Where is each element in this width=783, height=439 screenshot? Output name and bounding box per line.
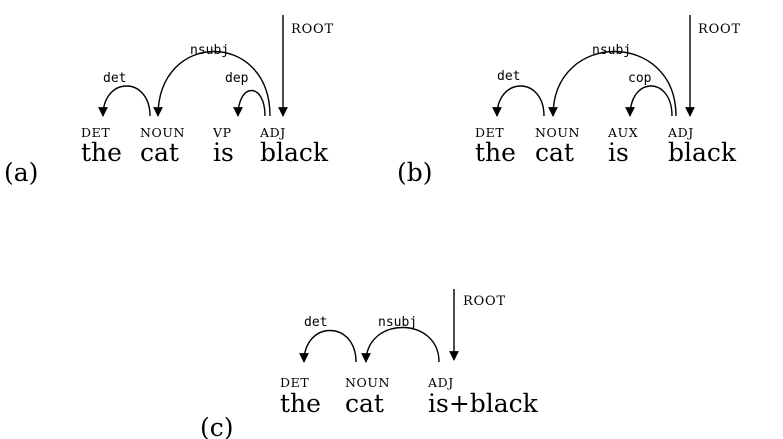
panel-c: (c) DET NOUN ADJ the cat is+black det ns… xyxy=(200,289,539,439)
panel-b-word-the: the xyxy=(475,138,516,167)
panel-c-arc-label-det: det xyxy=(304,315,327,330)
panel-b-root-label: ROOT xyxy=(698,22,741,37)
panel-c-label: (c) xyxy=(200,413,234,439)
panel-c-word-isblack: is+black xyxy=(428,389,539,418)
panel-c-root-label: ROOT xyxy=(463,294,506,309)
panel-c-tag-det: DET xyxy=(280,375,309,390)
panel-a-tag-vp: VP xyxy=(212,125,232,140)
panel-a-word-is: is xyxy=(213,138,234,167)
panel-a-word-the: the xyxy=(81,138,122,167)
panel-a-tag-det: DET xyxy=(81,125,110,140)
panel-a-root-label: ROOT xyxy=(291,22,334,37)
panel-a-arc-label-det: det xyxy=(103,71,126,86)
panel-b-label: (b) xyxy=(397,158,433,187)
panel-b-arc-label-cop: cop xyxy=(628,71,652,86)
panel-b-tag-aux: AUX xyxy=(607,125,638,140)
panel-b-arc-det xyxy=(492,85,545,117)
panel-a-tag-noun: NOUN xyxy=(140,125,185,140)
panel-a-arc-label-dep: dep xyxy=(225,71,249,86)
panel-b-arc-label-det: det xyxy=(497,69,520,84)
panel-a-arc-det xyxy=(98,85,151,117)
panel-c-tag-noun: NOUN xyxy=(345,375,390,390)
panel-a-tag-adj: ADJ xyxy=(259,125,286,140)
panel-c-arc-nsubj xyxy=(361,327,440,363)
panel-a-word-cat: cat xyxy=(140,138,179,167)
panel-c-word-the: the xyxy=(280,389,321,418)
panel-c-word-cat: cat xyxy=(345,389,384,418)
panel-b-word-is: is xyxy=(608,138,629,167)
panel-a-label: (a) xyxy=(4,158,38,187)
panel-a-arc-label-nsubj: nsubj xyxy=(190,43,229,58)
panel-b-word-black: black xyxy=(668,138,737,167)
panel-b-arc-label-nsubj: nsubj xyxy=(592,43,631,58)
panel-b-arc-nsubj xyxy=(548,50,677,117)
panel-a: (a) DET NOUN VP ADJ the cat is black det… xyxy=(4,15,334,187)
panel-b-tag-adj: ADJ xyxy=(667,125,694,140)
panel-a-arc-nsubj xyxy=(153,51,271,117)
panel-b-tag-noun: NOUN xyxy=(535,125,580,140)
panel-a-arc-dep xyxy=(233,89,266,117)
panel-c-arc-label-nsubj: nsubj xyxy=(378,315,417,330)
panel-c-arc-det xyxy=(299,329,357,363)
panel-a-word-black: black xyxy=(260,138,329,167)
panel-b-tag-det: DET xyxy=(475,125,504,140)
panel-b-arc-cop xyxy=(625,85,673,117)
panel-b-word-cat: cat xyxy=(535,138,574,167)
panel-b: (b) DET NOUN AUX ADJ the cat is black de… xyxy=(397,15,741,187)
panel-c-tag-adj: ADJ xyxy=(427,375,454,390)
